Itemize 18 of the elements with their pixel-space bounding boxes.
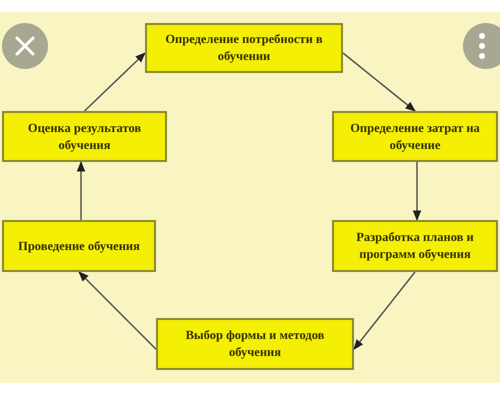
- process-box: [156, 318, 354, 370]
- arrow: [78, 271, 157, 350]
- arrow: [84, 52, 146, 112]
- box-label: Определение затрат на обучение: [349, 120, 481, 154]
- arrow: [76, 160, 86, 220]
- process-box: [145, 23, 343, 73]
- box-label: Проведение обучения: [18, 238, 140, 254]
- process-box: [332, 220, 498, 272]
- process-box: [2, 111, 167, 162]
- box-label: Определение потребности в обучении: [164, 31, 324, 65]
- box-label: Разработка планов и программ обучения: [355, 229, 475, 263]
- process-box: [2, 220, 156, 272]
- arrow: [353, 272, 416, 350]
- box-label: Оценка результатов обучения: [26, 120, 142, 154]
- arrow: [342, 52, 416, 112]
- box-label: Выбор формы и методов обучения: [184, 327, 326, 361]
- arrow: [412, 162, 422, 222]
- process-box: [332, 111, 498, 162]
